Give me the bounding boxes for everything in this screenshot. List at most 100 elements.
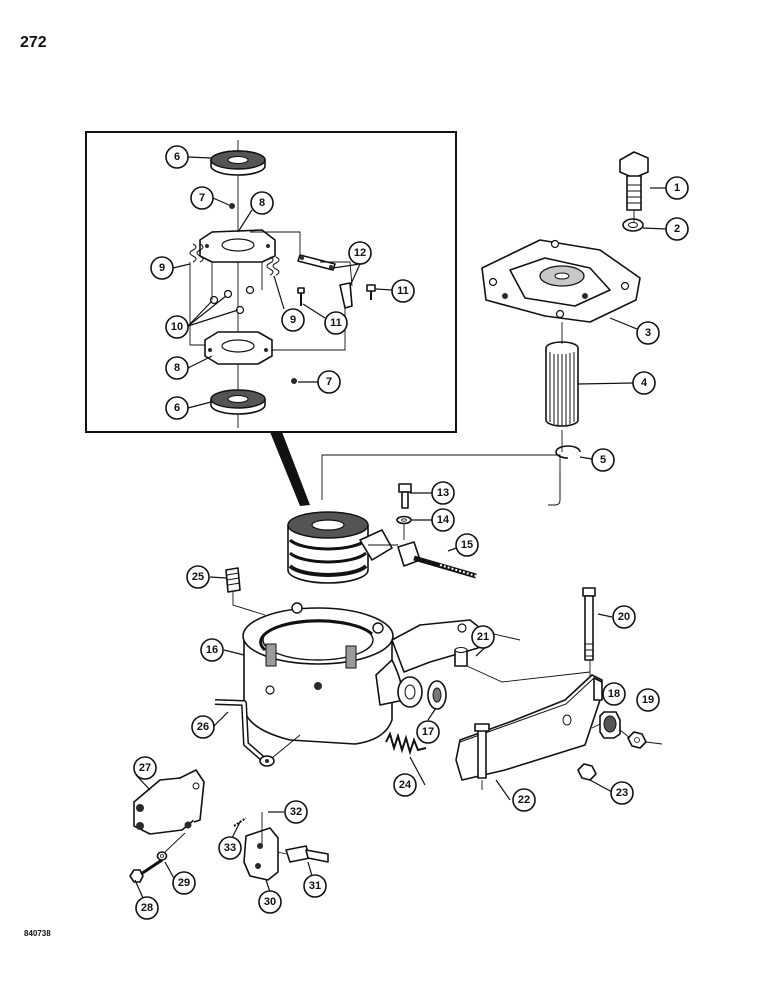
- set-screw: [225, 567, 241, 593]
- splined-shaft: [545, 341, 579, 427]
- callout-2: 2: [665, 217, 689, 241]
- yoke-end: [285, 845, 329, 863]
- callout-6-bottom: 6: [165, 396, 189, 420]
- svg-text:17: 17: [422, 726, 434, 738]
- small-washer: [396, 515, 412, 525]
- page-number: 272: [20, 34, 47, 51]
- callout-18: 18: [602, 682, 626, 706]
- callout-6-top: 6: [165, 145, 189, 169]
- callout-22: 22: [512, 788, 536, 812]
- svg-text:9: 9: [159, 262, 165, 274]
- svg-text:25: 25: [192, 571, 204, 583]
- callout-7-bottom: 7: [317, 370, 341, 394]
- callout-9-right: 9: [281, 308, 305, 332]
- svg-text:30: 30: [264, 896, 276, 908]
- callout-32: 32: [284, 800, 308, 824]
- ball-bottom: [291, 378, 297, 384]
- lock-nut: [627, 731, 647, 749]
- callout-8-bottom: 8: [165, 356, 189, 380]
- bolt: [619, 151, 649, 211]
- svg-text:4: 4: [641, 377, 648, 389]
- svg-text:14: 14: [437, 514, 450, 526]
- callout-8-top: 8: [250, 191, 274, 215]
- svg-text:28: 28: [141, 902, 153, 914]
- svg-text:3: 3: [645, 327, 651, 339]
- callout-9-left: 9: [150, 256, 174, 280]
- svg-text:23: 23: [616, 787, 628, 799]
- brake-pack-assembly: [287, 511, 393, 584]
- svg-text:8: 8: [259, 197, 265, 209]
- svg-text:6: 6: [174, 402, 180, 414]
- bearing-seal: [427, 680, 447, 710]
- bushing: [454, 647, 468, 667]
- link-upper: [297, 254, 336, 271]
- spring-right: [266, 256, 280, 276]
- spring-left: [189, 243, 204, 263]
- lock-washer-small: [156, 851, 168, 861]
- callout-30: 30: [258, 890, 282, 914]
- callout-20: 20: [612, 605, 636, 629]
- rod-link: [214, 699, 275, 767]
- svg-text:7: 7: [199, 192, 205, 204]
- svg-text:11: 11: [397, 285, 409, 297]
- svg-text:21: 21: [477, 631, 489, 643]
- adjusting-rod: [397, 541, 477, 579]
- callout-1: 1: [665, 176, 689, 200]
- svg-text:31: 31: [309, 880, 321, 892]
- detail-inset: [85, 131, 457, 506]
- brake-housing: [242, 602, 521, 745]
- callout-12: 12: [348, 241, 372, 265]
- callout-21: 21: [471, 625, 495, 649]
- svg-text:8: 8: [174, 362, 180, 374]
- svg-text:19: 19: [642, 694, 654, 706]
- callout-28: 28: [135, 896, 159, 920]
- ramp-plate-bottom: [204, 331, 273, 365]
- svg-text:7: 7: [326, 376, 332, 388]
- pin-right: [366, 284, 376, 300]
- callout-13: 13: [431, 481, 455, 505]
- callout-4: 4: [632, 371, 656, 395]
- svg-text:24: 24: [399, 779, 412, 791]
- callout-11-center: 11: [324, 311, 348, 335]
- svg-text:13: 13: [437, 487, 449, 499]
- bushing-nut: [599, 711, 621, 739]
- svg-text:29: 29: [178, 877, 190, 889]
- pin-center: [297, 287, 305, 306]
- svg-text:9: 9: [290, 314, 296, 326]
- callout-10: 10: [165, 315, 189, 339]
- svg-text:27: 27: [139, 762, 151, 774]
- svg-text:1: 1: [674, 182, 680, 194]
- callout-26: 26: [191, 715, 215, 739]
- svg-text:15: 15: [461, 539, 473, 551]
- callout-29: 29: [172, 871, 196, 895]
- balls-set: [209, 285, 255, 315]
- callout-31: 31: [303, 874, 327, 898]
- link-lower: [339, 282, 353, 309]
- callout-19: 19: [636, 688, 660, 712]
- bracket: [133, 769, 205, 835]
- svg-text:16: 16: [206, 644, 218, 656]
- svg-text:20: 20: [618, 611, 630, 623]
- callout-14: 14: [431, 508, 455, 532]
- figure-code: 840738: [24, 929, 51, 938]
- svg-text:26: 26: [197, 721, 209, 733]
- callout-11-right: 11: [391, 279, 415, 303]
- cap-screw-small: [398, 483, 412, 509]
- long-bolt: [582, 587, 596, 661]
- callout-23: 23: [610, 781, 634, 805]
- callout-5: 5: [591, 448, 615, 472]
- brake-disc-top: [210, 150, 266, 176]
- svg-text:22: 22: [518, 794, 530, 806]
- brake-cover-plate: [481, 239, 641, 323]
- callout-15: 15: [455, 533, 479, 557]
- callout-3: 3: [636, 321, 660, 345]
- svg-text:33: 33: [224, 842, 236, 854]
- svg-text:6: 6: [174, 151, 180, 163]
- callout-25: 25: [186, 565, 210, 589]
- svg-text:12: 12: [354, 247, 366, 259]
- svg-text:32: 32: [290, 806, 302, 818]
- washer: [622, 218, 644, 232]
- callout-16: 16: [200, 638, 224, 662]
- callout-27: 27: [133, 756, 157, 780]
- callout-17: 17: [416, 720, 440, 744]
